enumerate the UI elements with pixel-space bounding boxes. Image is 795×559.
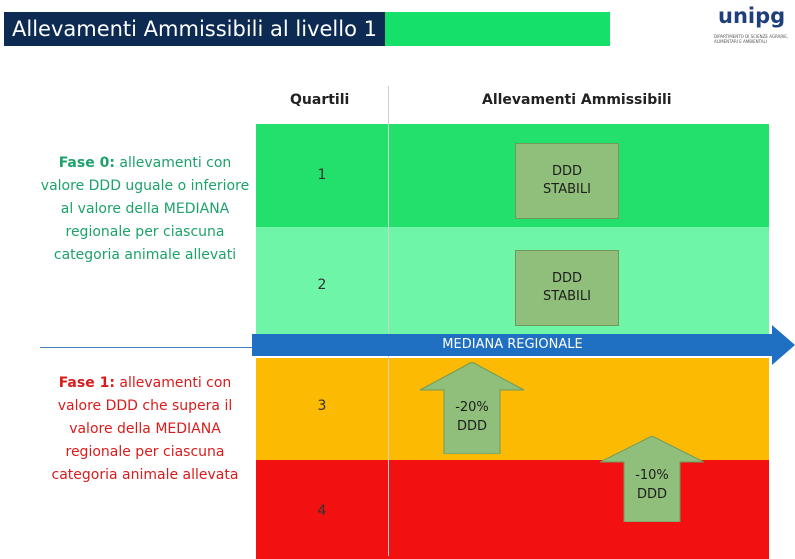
phase1-label: Fase 1: [58, 375, 115, 391]
reduction-text-q4: -10% DDD [624, 466, 680, 504]
median-arrow [252, 325, 795, 365]
quartile-row-1 [256, 124, 769, 227]
reduction-q3-unit: DDD [456, 419, 488, 434]
quartile-number-4: 4 [317, 503, 327, 519]
phase1-text: allevamenti con valore DDD che supera il… [51, 375, 239, 483]
reduction-text-q3: -20% DDD [444, 398, 500, 436]
median-label: MEDIANA REGIONALE [442, 337, 583, 352]
unipg-logo: unipg DIPARTIMENTO DI SCIENZE AGRARIE, A… [712, 0, 795, 62]
quartile-row-3 [256, 358, 769, 460]
quartile-row-2 [256, 227, 769, 335]
median-axis-line [40, 347, 256, 348]
phase1-description: Fase 1: allevamenti con valore DDD che s… [40, 372, 250, 487]
phase0-label: Fase 0: [58, 155, 115, 171]
box-q1-line2: STABILI [543, 182, 591, 197]
quartile-number-2: 2 [317, 277, 327, 293]
box-q2-line2: STABILI [543, 289, 591, 304]
box-q2-line1: DDD [551, 271, 583, 286]
quartile-row-4 [256, 460, 769, 559]
column-divider [388, 86, 389, 556]
reduction-q3-percent: -20% [455, 400, 489, 415]
reduction-arrow-q4 [600, 436, 704, 522]
quartile-number-3: 3 [317, 398, 327, 414]
reduction-arrow-q3 [420, 362, 524, 454]
reduction-q4-unit: DDD [636, 487, 668, 502]
box-q1-line1: DDD [551, 164, 583, 179]
logo-wordmark: unipg [718, 4, 786, 28]
ddd-stable-box-q1: DDD STABILI [515, 143, 619, 219]
slide-title: Allevamenti Ammissibili al livello 1 [4, 12, 385, 46]
logo-subtitle: DIPARTIMENTO DI SCIENZE AGRARIE, ALIMENT… [714, 34, 789, 44]
header-quartiles: Quartili [290, 92, 350, 108]
header-eligible: Allevamenti Ammissibili [482, 92, 672, 108]
reduction-q4-percent: -10% [635, 468, 669, 483]
quartile-number-1: 1 [317, 167, 327, 183]
phase0-description: Fase 0: allevamenti con valore DDD ugual… [40, 152, 250, 267]
phase0-text: allevamenti con valore DDD uguale o infe… [40, 155, 250, 263]
ddd-stable-box-q2: DDD STABILI [515, 250, 619, 326]
